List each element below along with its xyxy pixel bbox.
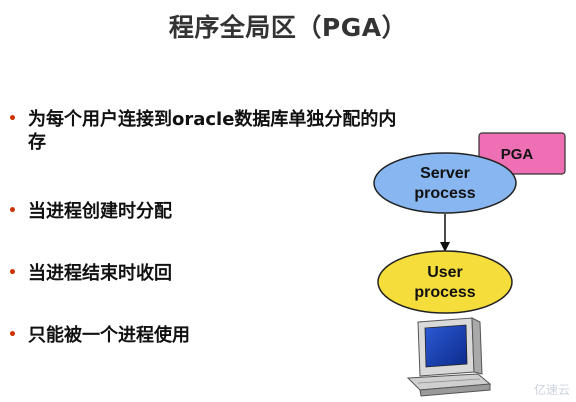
server-process-node: Server process (373, 152, 517, 214)
server-ellipse (373, 152, 517, 214)
bullet-text: 当进程结束时收回 (28, 263, 172, 284)
user-ellipse (377, 250, 513, 314)
watermark-logo: 亿速云 (533, 383, 570, 397)
user-label-line1: User (427, 264, 463, 281)
server-label-line1: Server (420, 165, 470, 182)
bullet-item-2: • 当进程创建时分配 (8, 200, 408, 223)
bullet-item-3: • 当进程结束时收回 (8, 262, 408, 285)
bullet-dot: • (8, 265, 17, 281)
pga-label: PGA (501, 146, 534, 163)
bullet-item-1: • 为每个用户连接到oracle数据库单独分配的内存 (8, 108, 408, 154)
slide-title: 程序全局区（PGA） (168, 13, 408, 42)
user-process-node: User process (377, 250, 513, 314)
bullet-dot: • (8, 203, 17, 219)
user-label-line2: process (414, 284, 475, 301)
bullet-dot: • (8, 111, 17, 127)
bullet-item-4: • 只能被一个进程使用 (8, 324, 408, 347)
bullet-text: 只能被一个进程使用 (28, 325, 190, 346)
server-label-line2: process (414, 185, 475, 202)
bullet-text: 为每个用户连接到oracle数据库单独分配的内存 (28, 109, 397, 153)
bullet-dot: • (8, 327, 17, 343)
bullet-text: 当进程创建时分配 (28, 201, 172, 222)
computer-icon (406, 317, 492, 397)
